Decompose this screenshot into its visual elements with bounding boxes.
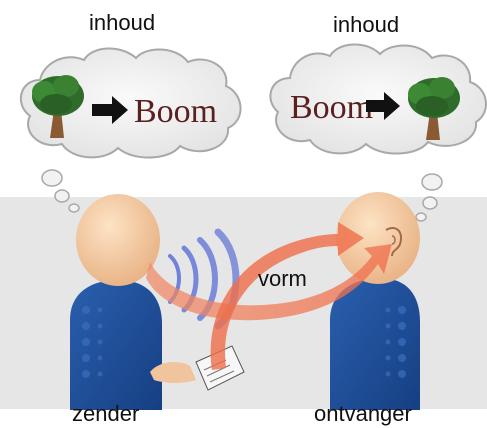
right-arrow-icon [92,96,128,124]
receiver-inhoud-heading: inhoud [333,12,399,37]
receiver-label: ontvanger [314,401,412,426]
receiver-body [330,278,420,410]
sender-body [70,280,162,410]
receiver-figure [330,192,420,410]
sender-word: Boom [134,93,217,130]
thought-bubble-large [421,173,443,191]
receiver-head [336,192,420,284]
receiver-word: Boom [290,89,373,126]
thought-bubble-medium [422,196,438,210]
form-label: vorm [258,266,307,291]
form-flow-arrows [146,222,392,370]
ear-icon [385,226,402,257]
sender-figure [70,194,196,410]
thought-bubble-large [41,169,63,187]
shirt-buttons [82,306,103,378]
shirt-buttons [385,306,406,378]
sender-hand [150,362,196,383]
thought-bubble-small [68,203,80,213]
receiver-thought-cloud: Boom [269,43,487,222]
tree-icon [408,77,460,140]
sender-thought-cloud: Boom [20,47,242,213]
sender-label: zender [72,401,139,426]
speech-flow-arrow [146,244,392,321]
writing-flow-arrow [210,222,364,370]
sender-inhoud-heading: inhoud [89,10,155,35]
sender-head [76,194,160,286]
thought-bubble-small [415,212,427,222]
tree-icon [32,75,84,138]
thought-bubble-medium [54,189,70,203]
right-arrow-icon [366,92,400,120]
